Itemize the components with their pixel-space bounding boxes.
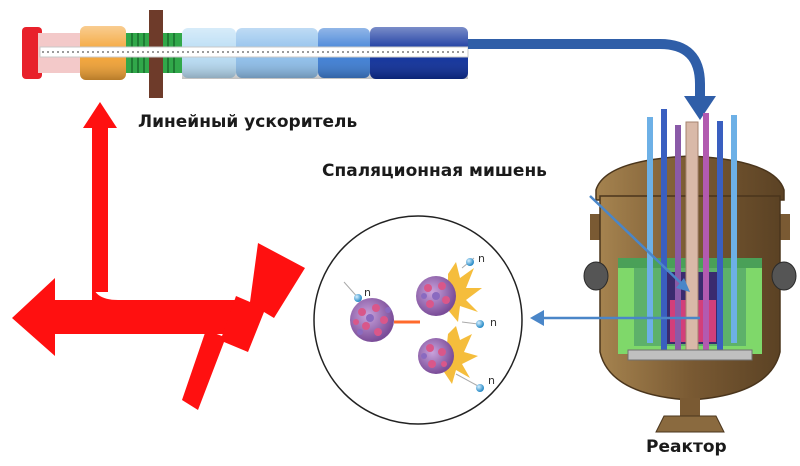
neutron-icon (476, 320, 484, 328)
spallation-target-label: Спаляционная мишень (322, 161, 547, 181)
target-pointer-arrow (589, 195, 690, 292)
svg-text:n: n (364, 286, 371, 299)
neutron-icon (476, 384, 484, 392)
neutron-icon (354, 294, 362, 302)
nucleus-icon (418, 338, 454, 374)
neutron-icon (466, 258, 474, 266)
reactor-label: Реактор (646, 437, 727, 457)
svg-text:n: n (488, 374, 495, 387)
accelerator-label: Линейный ускоритель (138, 112, 358, 132)
flash-icon (448, 262, 482, 322)
svg-text:n: n (478, 252, 485, 265)
svg-text:n: n (490, 316, 497, 329)
beam-arrow (468, 39, 716, 120)
flash-icon (444, 326, 478, 384)
energy-arrow-icon (12, 102, 305, 410)
spallation-zoom-circle: n (313, 215, 523, 425)
reactor-vessel-icon (583, 109, 797, 433)
zoom-arrow (530, 310, 700, 326)
nucleus-icon (350, 298, 394, 342)
nucleus-icon (416, 276, 456, 316)
linear-accelerator-icon (22, 10, 469, 98)
